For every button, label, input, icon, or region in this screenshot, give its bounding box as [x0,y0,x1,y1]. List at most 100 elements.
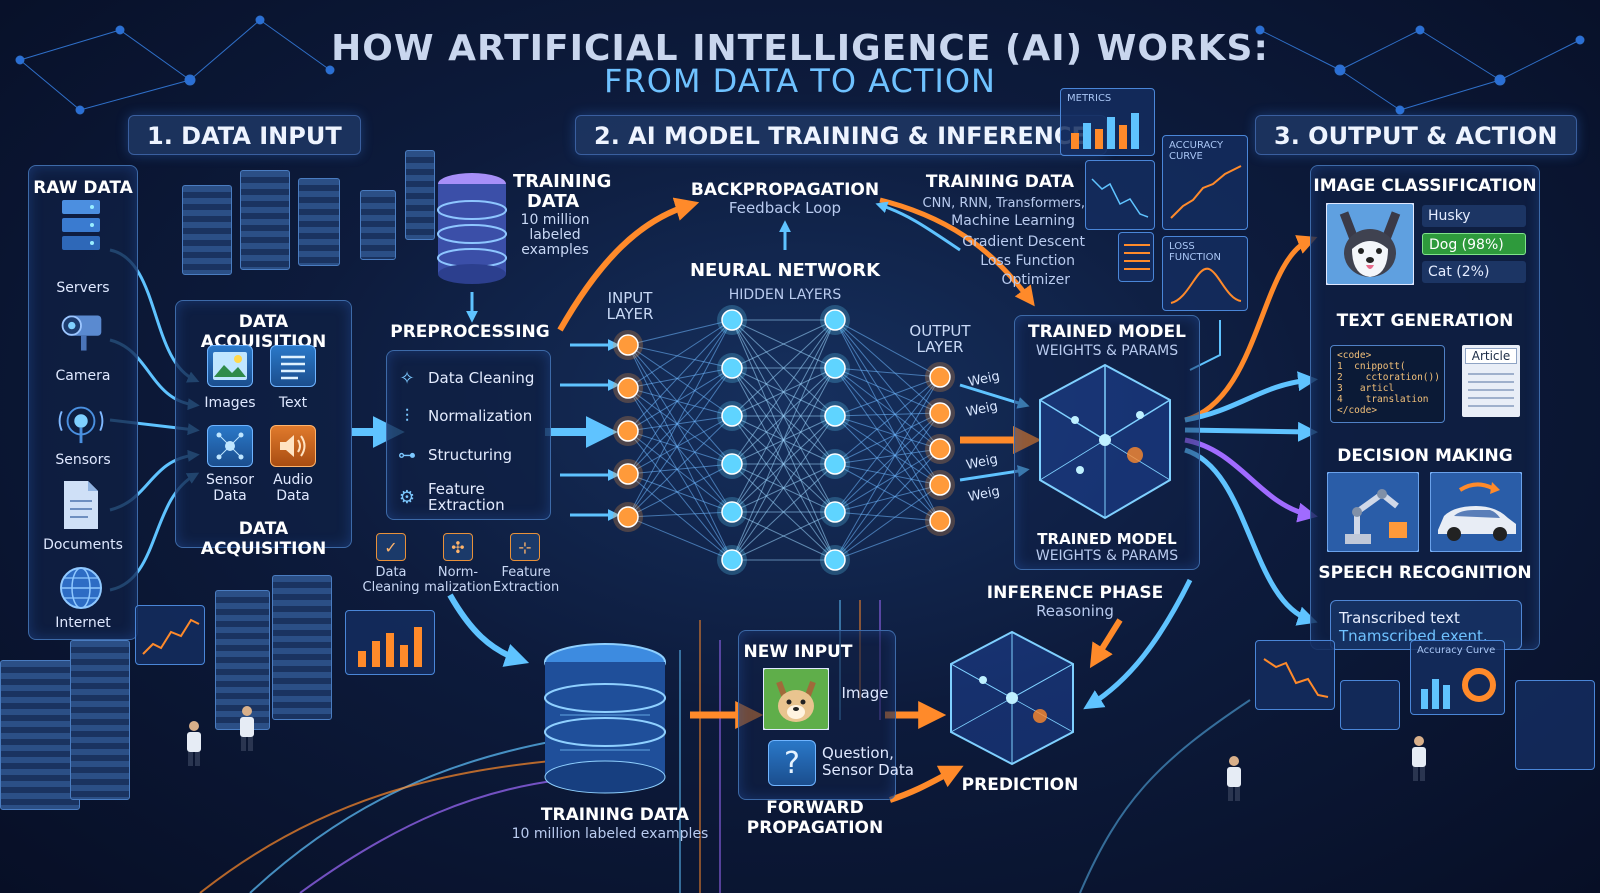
trained-model-sub: WEIGHTS & PARAMS [1035,343,1179,359]
image-icon [207,345,253,387]
preprocessing-title: PREPROCESSING [390,322,550,342]
nn-connection [627,344,733,513]
charts-to-model-line [1189,320,1221,371]
nn-connection [627,344,733,561]
feedback-arrow-back [875,201,961,252]
nn-node [824,309,846,331]
prediction-dog: Dog (98%) [1422,233,1526,255]
camera-icon [57,310,105,356]
nn-connection [627,319,733,346]
mini-label: Norm- malization [424,565,492,595]
raw-data-title: RAW DATA [33,178,133,198]
question-label: Question, Sensor Data [822,744,914,779]
prediction-cat: Cat (2%) [1422,261,1526,283]
nn-connection [731,415,836,561]
person-icon [187,721,201,766]
main-subtitle: FROM DATA TO ACTION [604,62,996,100]
nn-connection [627,473,733,513]
training-arrow-right [879,197,1035,307]
nn-node [617,506,639,528]
training-method: Machine Learning [951,213,1075,229]
training-method: Gradient Descent [962,234,1085,250]
mini-label: Data Cleaning [362,565,420,595]
nn-node [721,549,743,571]
nn-connection [731,319,836,513]
sliders-icon: ⫶ [404,405,410,427]
prediction-husky: Husky [1422,205,1526,227]
nn-connection [834,412,941,513]
nn-connection [834,448,941,513]
image-label: Image [841,684,889,702]
nn-connection [731,319,836,417]
neural-network-graph [613,305,955,575]
nn-connection [834,367,941,450]
server-rack-decor [0,660,80,810]
nn-connection [834,415,941,486]
nn-connection [834,376,941,561]
document-icon [57,481,105,529]
data-acquisition-title-bottom: DATA ACQUISITION [200,519,327,559]
nn-connection [834,367,941,378]
metrics-chart: METRICS [1060,88,1155,156]
nn-connection [834,376,941,417]
trained-model-title: TRAINED MODEL [1028,322,1186,342]
nn-node [721,405,743,427]
article-document-icon: Article [1462,345,1520,417]
nn-connection [627,344,733,369]
nn-connection [834,412,941,561]
nn-connection [627,367,733,432]
server-rack-decor [360,190,396,260]
sensor-icon [57,398,105,444]
monitor-decor [1340,680,1400,730]
input-feed-arrows [560,339,620,521]
preprocess-step: ⚙Feature Extraction [396,478,546,516]
nn-connection [834,463,941,522]
text-generation-title: TEXT GENERATION [1336,311,1514,331]
structure-icon: ⊶ [398,444,416,466]
circuit-streams [199,600,1251,893]
accuracy-monitor: Accuracy Curve [1410,640,1505,715]
nn-connection [834,415,941,450]
database-icon [437,173,507,284]
loss-function-chart: LOSS FUNCTION [1162,236,1248,311]
network-icon: ⊹ [510,533,540,561]
server-rack-decor [405,150,435,240]
nn-connection [834,484,941,513]
accuracy-curve-chart: ACCURACY CURVE [1162,135,1248,230]
data-acquisition-title: DATA ACQUISITION [200,312,327,352]
nn-node [617,463,639,485]
husky-image-icon [1326,203,1414,285]
sensor-data-icon [207,425,253,467]
backprop-title: BACKPROPAGATION [690,180,880,200]
nn-connection [834,520,941,561]
speech-recognition-title: SPEECH RECOGNITION [1318,563,1532,583]
nn-node [929,474,951,496]
training-method: Loss Function [980,253,1075,269]
preprocess-step: ⫶Normalization [396,401,546,431]
nn-connection [731,463,836,561]
robot-arm-icon [1327,472,1419,552]
nn-connection [627,367,733,475]
raw-data-label: Camera [55,368,111,384]
top-left-network [15,15,335,115]
hidden-layers-label: HIDDEN LAYERS [728,287,842,303]
nn-connection [627,387,733,465]
inference-title: INFERENCE PHASE [986,583,1164,603]
nn-connection [627,430,733,465]
acquisition-label: Images [204,395,256,411]
person-icon [1227,756,1241,801]
person-icon [240,706,254,751]
wand-icon: ✓ [376,533,406,561]
nn-connection [627,415,733,475]
nn-connection [627,387,733,513]
training-method: CNN, RNN, Transformers, [922,196,1085,211]
nn-connection [627,415,733,518]
nn-connection [627,430,733,561]
monitor-decor [135,605,205,665]
gear-icon: ⚙ [398,486,416,508]
nn-connection [731,319,836,561]
section-output: 3. OUTPUT & ACTION [1255,115,1577,155]
preprocess-to-db-arrow [447,593,530,667]
section-training: 2. AI MODEL TRAINING & INFERENCE [575,115,1107,155]
preprocess-step: ✧Data Cleaning [396,363,546,393]
